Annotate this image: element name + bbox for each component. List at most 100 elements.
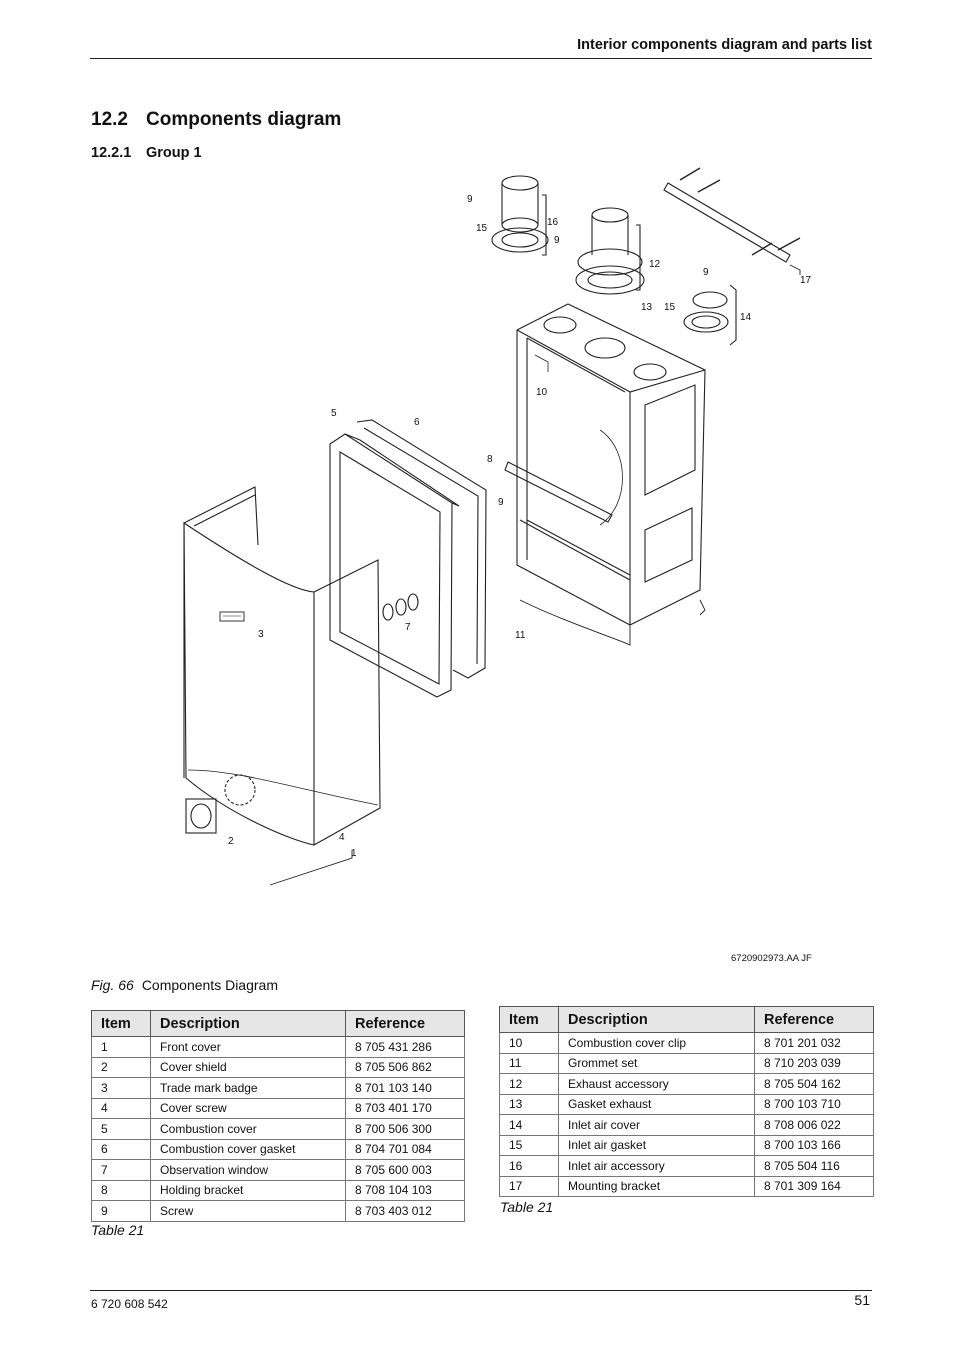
reference-cell: 8 704 701 084 — [345, 1139, 465, 1160]
page-number: 51 — [854, 1292, 870, 1308]
callout-9: 9 — [703, 267, 709, 278]
front-cover-drawing — [183, 486, 381, 886]
footer-divider — [90, 1290, 872, 1291]
reference-cell: 8 703 403 012 — [345, 1200, 465, 1222]
item-cell: 8 — [91, 1180, 151, 1201]
figure-caption-text: Components Diagram — [141, 977, 278, 993]
item-cell: 16 — [499, 1155, 559, 1177]
column-header-item: Item — [499, 1006, 559, 1033]
figure-caption-label: Fig. 66 — [91, 977, 134, 993]
section-number: 12.2 — [91, 109, 128, 130]
column-header-description: Description — [150, 1010, 346, 1037]
description-cell: Mounting bracket — [558, 1176, 755, 1197]
item-cell: 7 — [91, 1159, 151, 1181]
item-cell: 4 — [91, 1098, 151, 1119]
mounting-bracket-drawing — [663, 167, 801, 275]
table-header-row: Item Description Reference — [91, 1010, 465, 1037]
description-cell: Gasket exhaust — [558, 1094, 755, 1115]
column-header-description: Description — [558, 1006, 755, 1033]
header-divider — [90, 58, 872, 59]
description-cell: Observation window — [150, 1159, 346, 1181]
boiler-chassis-drawing — [516, 303, 706, 646]
cover-shield-drawing — [185, 798, 217, 834]
item-cell: 3 — [91, 1077, 151, 1099]
figure-caption: Fig. 66 Components Diagram — [91, 977, 278, 993]
item-cell: 9 — [91, 1200, 151, 1222]
description-cell: Front cover — [150, 1036, 346, 1058]
reference-cell: 8 708 104 103 — [345, 1180, 465, 1201]
callout-4: 4 — [339, 832, 345, 843]
item-cell: 6 — [91, 1139, 151, 1160]
description-cell: Cover screw — [150, 1098, 346, 1119]
callout-9: 9 — [467, 194, 473, 205]
callout-1: 1 — [351, 848, 357, 859]
description-cell: Combustion cover gasket — [150, 1139, 346, 1160]
reference-cell: 8 701 103 140 — [345, 1077, 465, 1099]
item-cell: 12 — [499, 1073, 559, 1095]
description-cell: Grommet set — [558, 1053, 755, 1074]
combustion-cover-gasket-drawing — [356, 419, 487, 679]
callout-9: 9 — [498, 497, 504, 508]
table-caption-right: Table 21 — [500, 1199, 554, 1215]
callout-7: 7 — [405, 622, 411, 633]
reference-cell: 8 701 309 164 — [754, 1176, 874, 1197]
callout-15: 15 — [664, 302, 676, 313]
callout-12: 12 — [649, 259, 661, 270]
description-cell: Combustion cover — [150, 1118, 346, 1140]
column-header-reference: Reference — [345, 1010, 465, 1037]
callout-2: 2 — [228, 836, 234, 847]
table-caption-left: Table 21 — [91, 1222, 145, 1238]
table-header-row: Item Description Reference — [499, 1006, 874, 1033]
callout-3: 3 — [258, 629, 264, 640]
item-cell: 2 — [91, 1057, 151, 1078]
description-cell: Combustion cover clip — [558, 1032, 755, 1054]
inlet-air-accessory-drawing — [491, 175, 549, 256]
reference-cell: 8 701 201 032 — [754, 1032, 874, 1054]
description-cell: Exhaust accessory — [558, 1073, 755, 1095]
callout-17: 17 — [800, 275, 812, 286]
callout-15: 15 — [476, 223, 488, 234]
exhaust-accessory-drawing — [575, 207, 645, 295]
item-cell: 15 — [499, 1135, 559, 1156]
reference-cell: 8 700 506 300 — [345, 1118, 465, 1140]
reference-cell: 8 705 431 286 — [345, 1036, 465, 1058]
section-heading: 12.2 Components diagram — [91, 109, 341, 131]
callout-5: 5 — [331, 408, 337, 419]
callout-10: 10 — [536, 387, 548, 398]
callout-9: 9 — [554, 235, 560, 246]
callout-11: 11 — [515, 630, 526, 641]
item-cell: 5 — [91, 1118, 151, 1140]
holding-bracket-drawing — [504, 461, 613, 523]
section-title-text: Components diagram — [146, 109, 342, 130]
callout-13: 13 — [641, 302, 653, 313]
reference-cell: 8 705 600 003 — [345, 1159, 465, 1181]
running-header: Interior components diagram and parts li… — [577, 37, 872, 53]
figure-reference-code: 6720902973.AA JF — [731, 953, 812, 964]
item-cell: 14 — [499, 1114, 559, 1136]
item-cell: 10 — [499, 1032, 559, 1054]
item-cell: 13 — [499, 1094, 559, 1115]
description-cell: Screw — [150, 1200, 346, 1222]
column-header-item: Item — [91, 1010, 151, 1037]
description-cell: Inlet air cover — [558, 1114, 755, 1136]
subsection-title-text: Group 1 — [146, 145, 202, 161]
reference-cell: 8 705 504 116 — [754, 1155, 874, 1177]
column-header-reference: Reference — [754, 1006, 874, 1033]
